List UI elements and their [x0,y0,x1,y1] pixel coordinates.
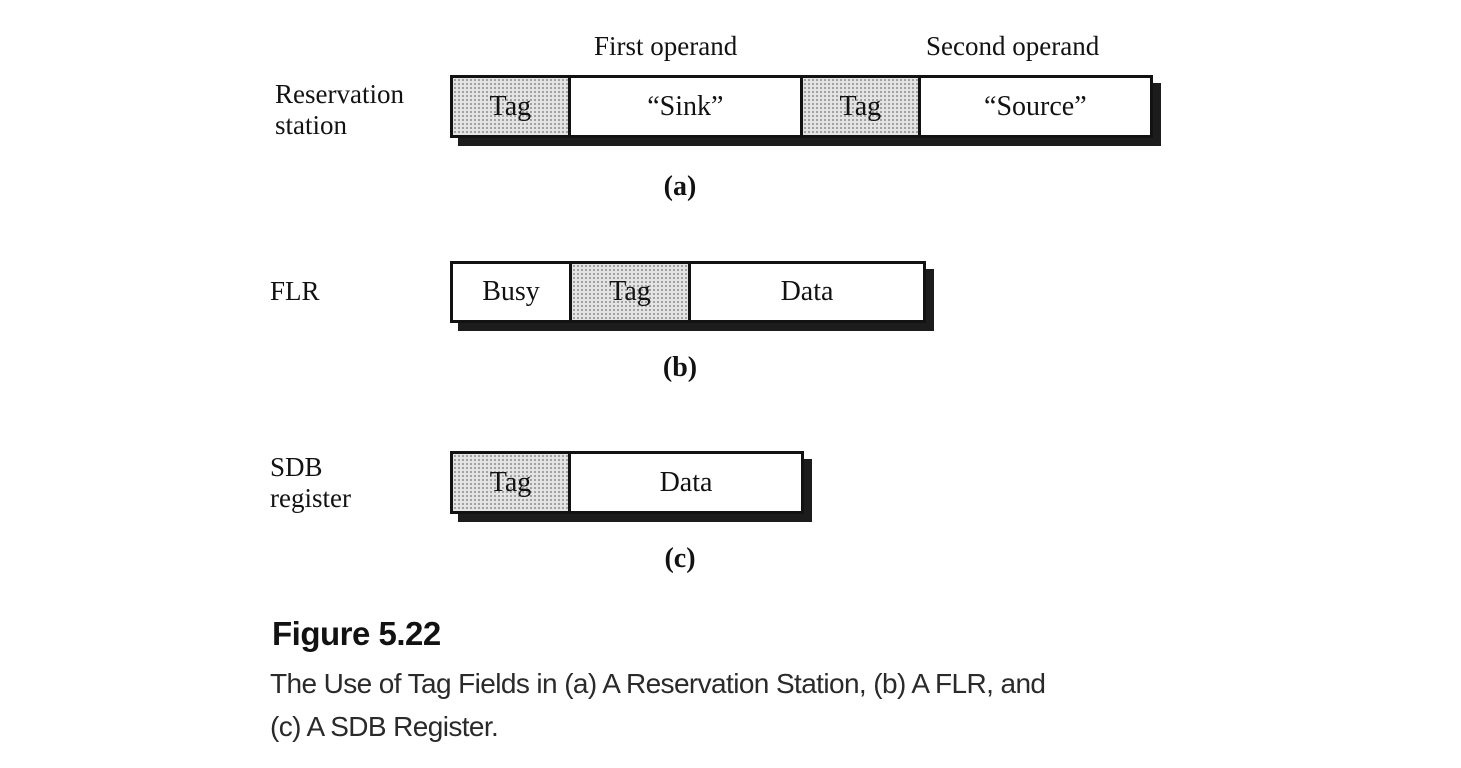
cell-text: Busy [482,276,540,307]
row-label-flr: FLR [270,276,320,307]
sdb-register-bar: Tag Data [450,451,804,514]
row-label-sdb-register: SDB register [270,452,351,514]
source-field: “Source” [920,78,1150,135]
figure-caption-line: The Use of Tag Fields in (a) A Reservati… [270,668,1046,699]
cell-text: Tag [489,466,532,498]
figure-caption-line: (c) A SDB Register. [270,711,499,742]
cell-text: Tag [489,90,532,122]
row-label-line: SDB [270,452,323,482]
figure-caption-title: Figure 5.22 [272,615,441,652]
cell-text: Data [780,276,834,307]
cell-text: “Source” [984,90,1087,122]
reservation-station-bar: Tag “Sink” Tag “Source” [450,75,1153,138]
second-operand-label: Second operand [926,31,1100,61]
tag-field: Tag [453,78,571,135]
row-label-line: FLR [270,276,320,306]
tag-field: Tag [572,264,691,320]
data-field: Data [691,264,923,320]
row-label-reservation-station: Reservation station [275,79,404,141]
cell-text: Data [659,466,713,498]
flr-bar: Busy Tag Data [450,261,926,323]
busy-field: Busy [453,264,572,320]
tag-field: Tag [453,454,571,511]
row-label-line: station [275,110,347,140]
cell-text: Tag [609,276,651,307]
row-label-line: Reservation [275,79,404,109]
sublabel-c: (c) [664,543,696,574]
sink-field: “Sink” [570,78,803,135]
sublabel-a: (a) [663,171,697,202]
cell-text: Tag [839,90,882,122]
row-label-line: register [270,483,351,513]
tag-field: Tag [803,78,921,135]
sublabel-b: (b) [662,352,698,383]
cell-text: “Sink” [647,90,724,122]
data-field: Data [571,454,801,511]
first-operand-label: First operand [594,31,738,61]
